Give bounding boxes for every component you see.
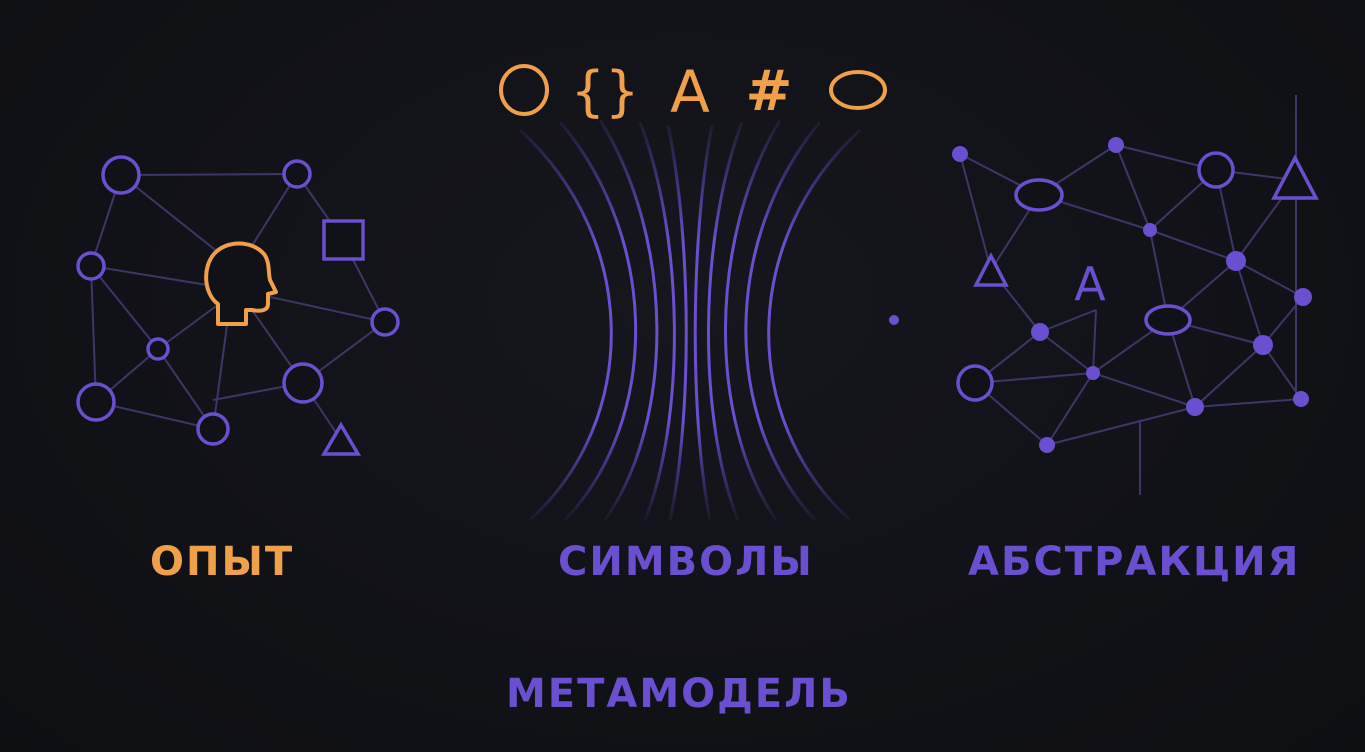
experience-node-triangle [320, 421, 362, 456]
abstraction-label: АБСТРАКЦИЯ [968, 539, 1301, 585]
experience-node-circle [282, 159, 312, 189]
abstraction-node-ellipse [1144, 304, 1192, 336]
funnel-curve [693, 124, 714, 521]
abstraction-node-dot [1294, 288, 1312, 306]
symbol-circle-icon [499, 64, 549, 116]
network-edge [1092, 309, 1097, 374]
metamodel-label: МЕТАМОДЕЛЬ [506, 671, 852, 717]
abstraction-node-circle [956, 364, 994, 402]
experience-node-circle [370, 307, 400, 337]
network-edge [1262, 296, 1304, 346]
abstraction-node-triangle [1271, 154, 1319, 200]
experience-node-circle [146, 337, 170, 361]
abstraction-node-dot [1253, 335, 1273, 355]
experience-node-circle [196, 412, 230, 446]
symbol-hash: # [746, 59, 793, 124]
abstraction-node-dot [1293, 391, 1309, 407]
abstraction-node-dot [952, 146, 968, 162]
funnel-curve [558, 121, 638, 522]
funnel-curve [638, 121, 676, 521]
abstraction-node-dot [1031, 323, 1049, 341]
abstraction-node-circle [1197, 151, 1235, 189]
network-edge [1092, 372, 1196, 408]
network-edge [212, 317, 229, 430]
network-edge [1149, 229, 1237, 262]
head-icon [204, 241, 278, 326]
experience-node-square [322, 219, 365, 261]
connector-endpoint-dot [889, 315, 899, 325]
abstraction-node-dot [1108, 137, 1124, 153]
abstraction-node-ellipse [1014, 178, 1064, 212]
network-edge [90, 265, 97, 403]
abstraction-node-dot [1186, 398, 1204, 416]
network-edge [1235, 260, 1304, 298]
network-edge [1039, 331, 1094, 374]
network-edge [120, 173, 298, 176]
funnel-curve [744, 121, 822, 522]
network-edge [1046, 372, 1094, 446]
network-edge [1039, 309, 1097, 333]
symbols-label: СИМВОЛЫ [558, 539, 814, 585]
symbol-braces: {} [571, 60, 640, 123]
symbol-letter: A [670, 58, 710, 126]
abstraction-node-triangle [973, 252, 1009, 287]
funnel-curve [666, 124, 688, 521]
funnel-curve [598, 119, 659, 521]
experience-node-circle [101, 155, 141, 195]
network-edge [974, 372, 1094, 384]
network-edge [1046, 406, 1196, 446]
network-edge [1235, 260, 1264, 346]
experience-node-circle [282, 362, 324, 404]
network-edge [95, 401, 214, 430]
network-edge [1115, 144, 1151, 231]
symbol-ellipse-icon [829, 70, 887, 110]
experience-label: ОПЫТ [150, 539, 295, 585]
network-edge [1194, 344, 1264, 408]
funnel-curve [518, 128, 613, 522]
abstraction-node-dot [1086, 366, 1100, 380]
experience-node-circle [76, 251, 106, 281]
network-edge [1194, 398, 1302, 408]
symbols-funnel [518, 119, 862, 522]
abstraction-node-dot [1039, 437, 1055, 453]
network-edge [959, 153, 992, 271]
abstraction-letter: A [1074, 257, 1106, 311]
funnel-curve [706, 121, 744, 521]
symbols-row: {} A # [499, 58, 887, 126]
abstraction-node-dot [1226, 251, 1246, 271]
funnel-curve [724, 119, 782, 521]
abstraction-network [959, 144, 1304, 446]
network-edge [1262, 344, 1302, 400]
abstraction-node-dot [1143, 223, 1157, 237]
experience-node-circle [76, 382, 116, 422]
funnel-curve [767, 128, 862, 522]
network-edge [90, 265, 159, 350]
